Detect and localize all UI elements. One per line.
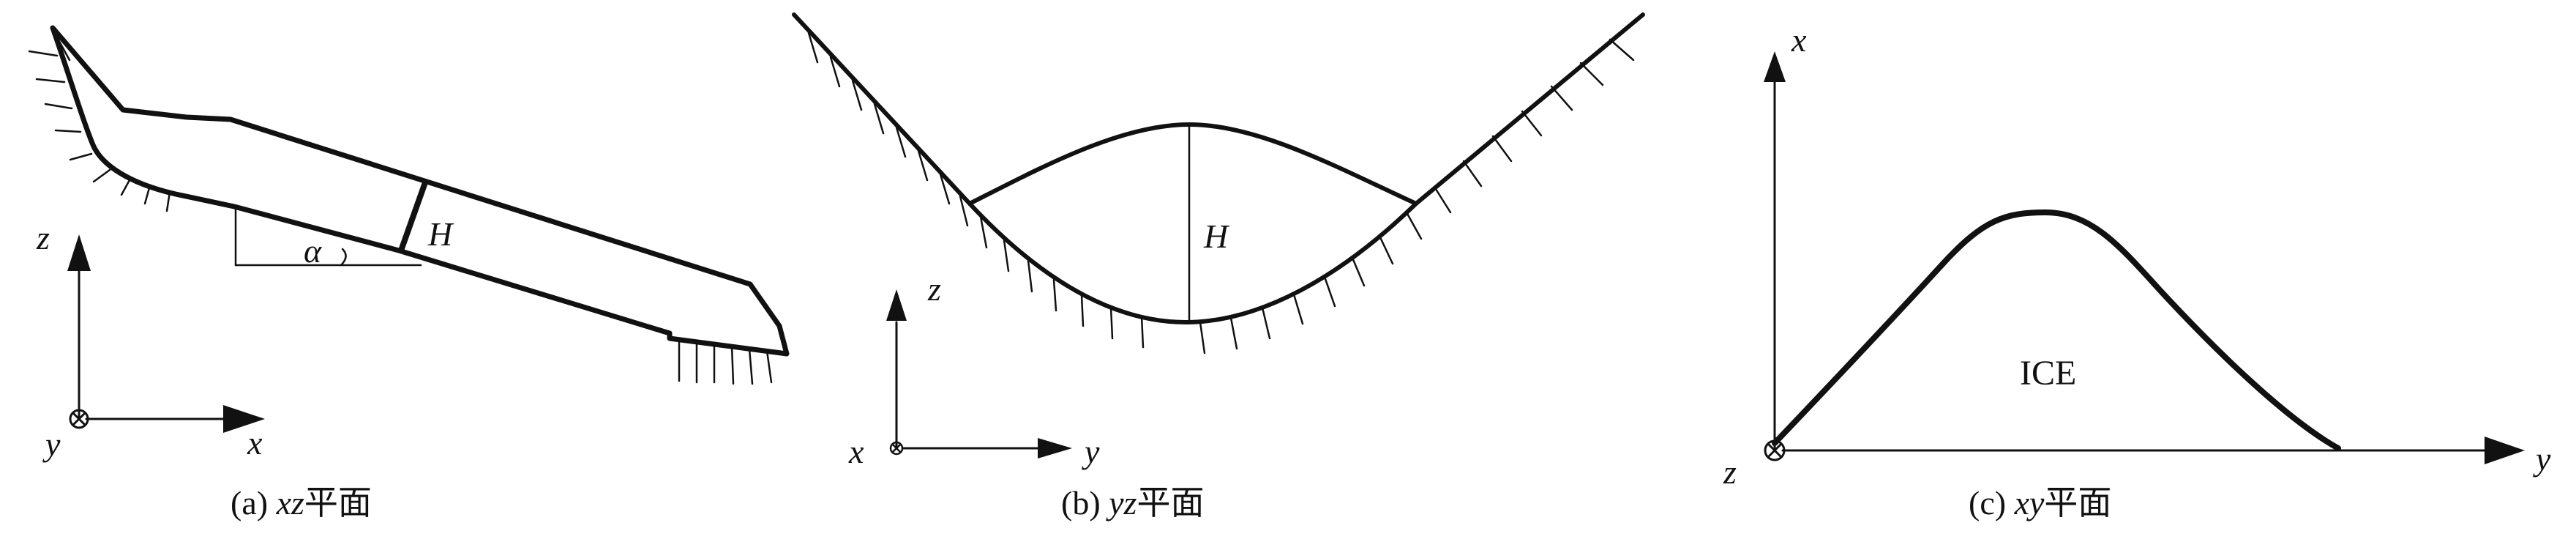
panel-b-ice-surface-curve [967, 122, 1418, 206]
panel-a-axis-x-label: x [247, 424, 263, 461]
panel-b-x-axis-into-page-symbol [889, 441, 904, 456]
panel-b-caption: (b) yz平面 [1061, 484, 1204, 521]
panel-c-axis-y-label: y [2533, 440, 2551, 478]
panel-b-axis-y-label: y [1082, 433, 1100, 470]
panel-a-ice-channel-outline [50, 25, 790, 357]
panel-a-right-wall-hatch [678, 339, 773, 385]
panel-a-thickness-line [398, 182, 427, 253]
panel-b-right-bank-hatch [1199, 38, 1635, 354]
panel-a-angle-construction [234, 205, 422, 267]
panel-a-y-axis-into-page-symbol [69, 409, 89, 429]
panel-c-ice-boundary-curve [1772, 209, 2341, 451]
panel-a-axis-y-label: y [42, 426, 61, 463]
panel-c-axis-x-label: x [1791, 21, 1807, 59]
panel-c: ICE x y z (c) xy平面 [1723, 21, 2551, 521]
panel-a: H α z x y (a) xz平面 [28, 25, 790, 521]
panel-b-left-bank-hatch [807, 31, 1145, 349]
panel-a-caption: (a) xz平面 [231, 484, 372, 521]
panel-b: H [792, 12, 1645, 521]
panel-a-z-arrowhead [67, 234, 91, 271]
panel-b-riverbed-curve [792, 12, 1645, 324]
panel-c-ice-label: ICE [2020, 354, 2076, 393]
panel-b-label-h: H [1203, 218, 1230, 255]
panel-c-axis-z-label: z [1723, 453, 1737, 491]
panel-a-label-alpha: α [304, 232, 322, 270]
panel-b-axis-x-label: x [848, 433, 864, 470]
panel-c-caption: (c) xy平面 [1969, 484, 2111, 521]
panel-a-axis-z-label: z [36, 219, 50, 256]
panel-b-y-arrowhead [1038, 438, 1072, 459]
panel-b-z-arrowhead [886, 289, 907, 321]
panel-b-axis-z-label: z [927, 270, 941, 308]
panel-a-label-h: H [427, 215, 454, 253]
panel-c-x-arrowhead [1764, 51, 1786, 82]
panel-c-y-arrowhead [2485, 437, 2525, 464]
panel-a-left-wall-hatch [28, 28, 171, 212]
panel-a-x-arrowhead [223, 405, 265, 433]
